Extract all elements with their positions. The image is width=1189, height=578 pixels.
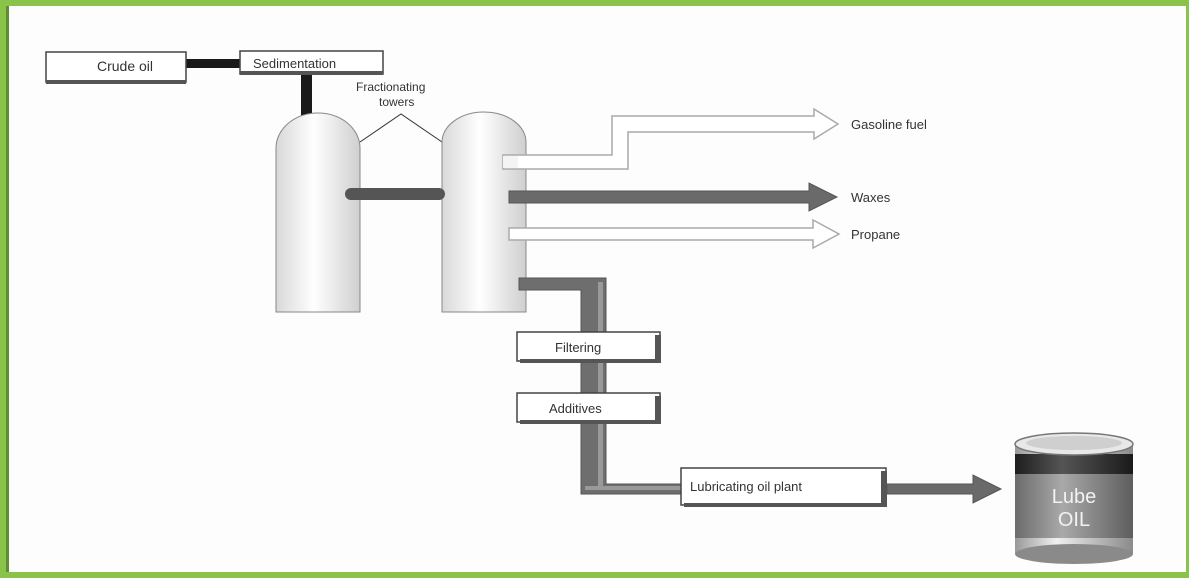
can-label-line2: OIL (1058, 509, 1090, 531)
fractionating-towers-label-line2: towers (379, 95, 414, 109)
can-label-line1: Lube (1052, 486, 1097, 508)
crude-oil-label: Crude oil (97, 58, 153, 74)
waxes-arrow (508, 182, 839, 212)
additives-label: Additives (549, 401, 602, 416)
gasoline-route (502, 107, 840, 170)
fractionating-tower-2 (441, 111, 527, 313)
crude-connector-pipe (185, 59, 241, 68)
sedimentation-down-pipe (301, 72, 312, 118)
lube-output-arrow (886, 474, 1003, 504)
fractionating-towers-label-line1: Fractionating (356, 80, 425, 94)
fractionating-tower-1 (275, 112, 361, 313)
propane-arrow (508, 218, 841, 250)
crude-oil-node: Crude oil (45, 51, 187, 84)
gasoline-fuel-label: Gasoline fuel (851, 117, 927, 132)
lube-oil-pipe (518, 277, 682, 495)
additives-node: Additives (516, 392, 661, 424)
sedimentation-node: Sedimentation (239, 50, 384, 75)
tower-connector-pipe (345, 188, 445, 200)
lube-oil-can: Lube OIL (1014, 432, 1134, 564)
filtering-node: Filtering (516, 331, 661, 363)
waxes-label: Waxes (851, 190, 891, 205)
lubricating-oil-plant-label: Lubricating oil plant (690, 479, 802, 494)
filtering-label: Filtering (555, 340, 601, 355)
diagram-canvas: Crude oil Sedimentation Fractionating to… (6, 6, 1186, 572)
towers-pointer (359, 113, 443, 143)
lubricating-oil-plant-node: Lubricating oil plant (680, 467, 887, 507)
sedimentation-label: Sedimentation (253, 56, 336, 71)
process-diagram: Crude oil Sedimentation Fractionating to… (45, 50, 1134, 564)
propane-label: Propane (851, 227, 900, 242)
